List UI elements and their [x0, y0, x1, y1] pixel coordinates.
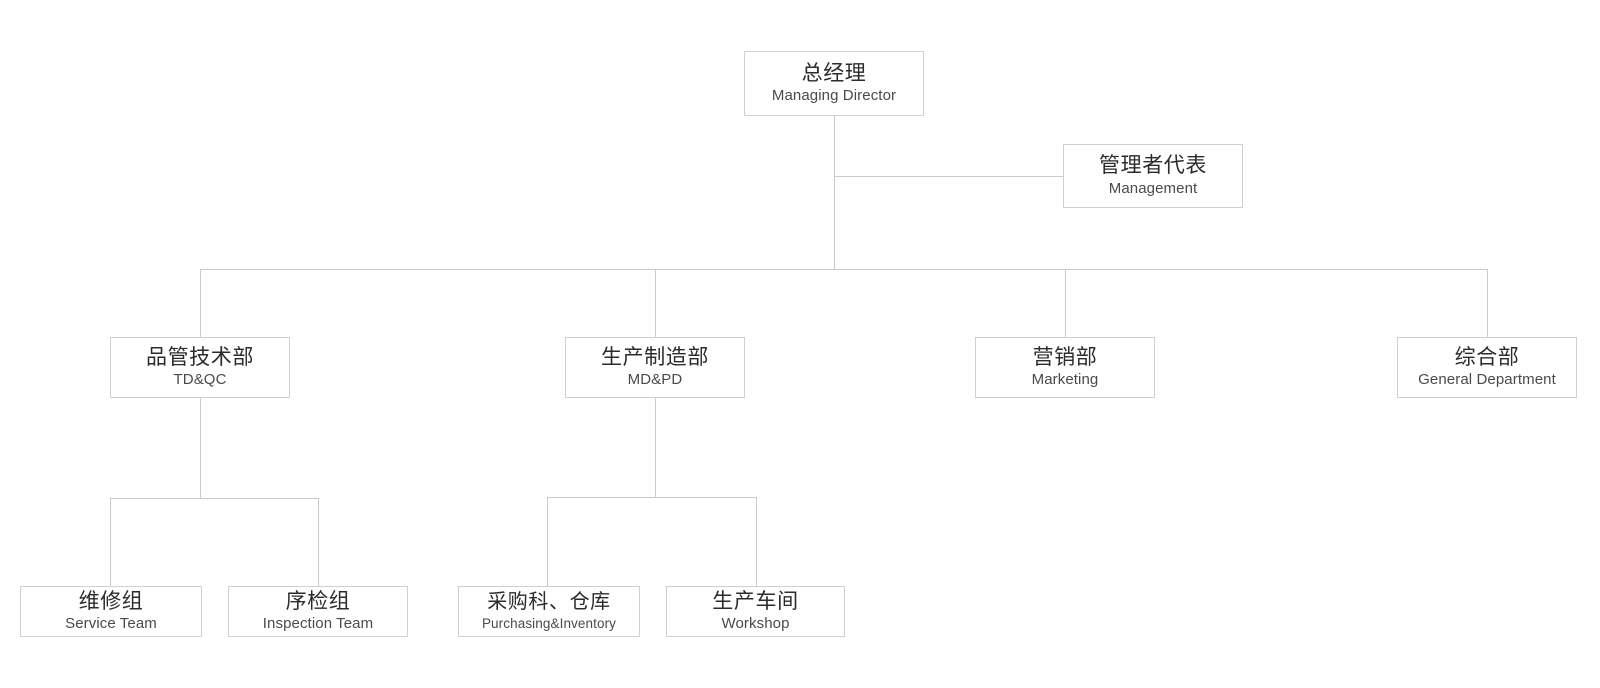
node-management-representative-cn: 管理者代表 [1099, 154, 1207, 178]
connector-drop-purchasing-inventory [547, 497, 548, 586]
node-td-qc-en: TD&QC [173, 371, 227, 389]
node-service-team-cn: 维修组 [78, 589, 144, 613]
connector-td-qc-trunk [200, 398, 201, 498]
connector-drop-md-pd [655, 269, 656, 337]
node-md-pd[interactable]: 生产制造部 MD&PD [565, 337, 745, 398]
node-managing-director-en: Managing Director [771, 87, 897, 105]
node-managing-director[interactable]: 总经理 Managing Director [744, 51, 924, 116]
node-purchasing-inventory[interactable]: 采购科、仓库 Purchasing&Inventory [458, 586, 640, 637]
node-workshop-en: Workshop [721, 615, 790, 633]
node-inspection-team[interactable]: 序检组 Inspection Team [228, 586, 408, 637]
connector-drop-workshop [756, 497, 757, 586]
connector-md-pd-trunk [655, 398, 656, 497]
node-td-qc[interactable]: 品管技术部 TD&QC [110, 337, 290, 398]
node-service-team-en: Service Team [65, 615, 157, 633]
node-td-qc-cn: 品管技术部 [146, 345, 254, 369]
connector-main-bus [200, 269, 1488, 270]
node-md-pd-cn: 生产制造部 [601, 345, 709, 369]
node-general-department[interactable]: 综合部 General Department [1397, 337, 1577, 398]
node-service-team[interactable]: 维修组 Service Team [20, 586, 202, 637]
connector-drop-marketing [1065, 269, 1066, 337]
node-managing-director-cn: 总经理 [801, 61, 867, 85]
node-md-pd-en: MD&PD [627, 371, 683, 389]
connector-staff-management [834, 176, 1063, 177]
connector-drop-service-team [110, 498, 111, 586]
node-purchasing-inventory-cn: 采购科、仓库 [487, 590, 611, 613]
node-inspection-team-cn: 序检组 [285, 589, 351, 613]
node-purchasing-inventory-en: Purchasing&Inventory [481, 615, 617, 631]
node-inspection-team-en: Inspection Team [262, 615, 374, 633]
connector-td-qc-bus [110, 498, 319, 499]
connector-drop-td-qc [200, 269, 201, 337]
node-workshop[interactable]: 生产车间 Workshop [666, 586, 845, 637]
node-workshop-cn: 生产车间 [712, 589, 799, 613]
node-marketing-cn: 营销部 [1032, 345, 1098, 369]
node-marketing-en: Marketing [1031, 371, 1099, 389]
connector-drop-general-department [1487, 269, 1488, 337]
connector-md-pd-bus [547, 497, 757, 498]
connector-root-trunk [834, 116, 835, 269]
node-management-representative-en: Management [1108, 179, 1198, 197]
node-marketing[interactable]: 营销部 Marketing [975, 337, 1155, 398]
connector-drop-inspection-team [318, 498, 319, 586]
node-management-representative[interactable]: 管理者代表 Management [1063, 144, 1243, 208]
node-general-department-en: General Department [1418, 371, 1556, 389]
node-general-department-cn: 综合部 [1454, 345, 1520, 369]
